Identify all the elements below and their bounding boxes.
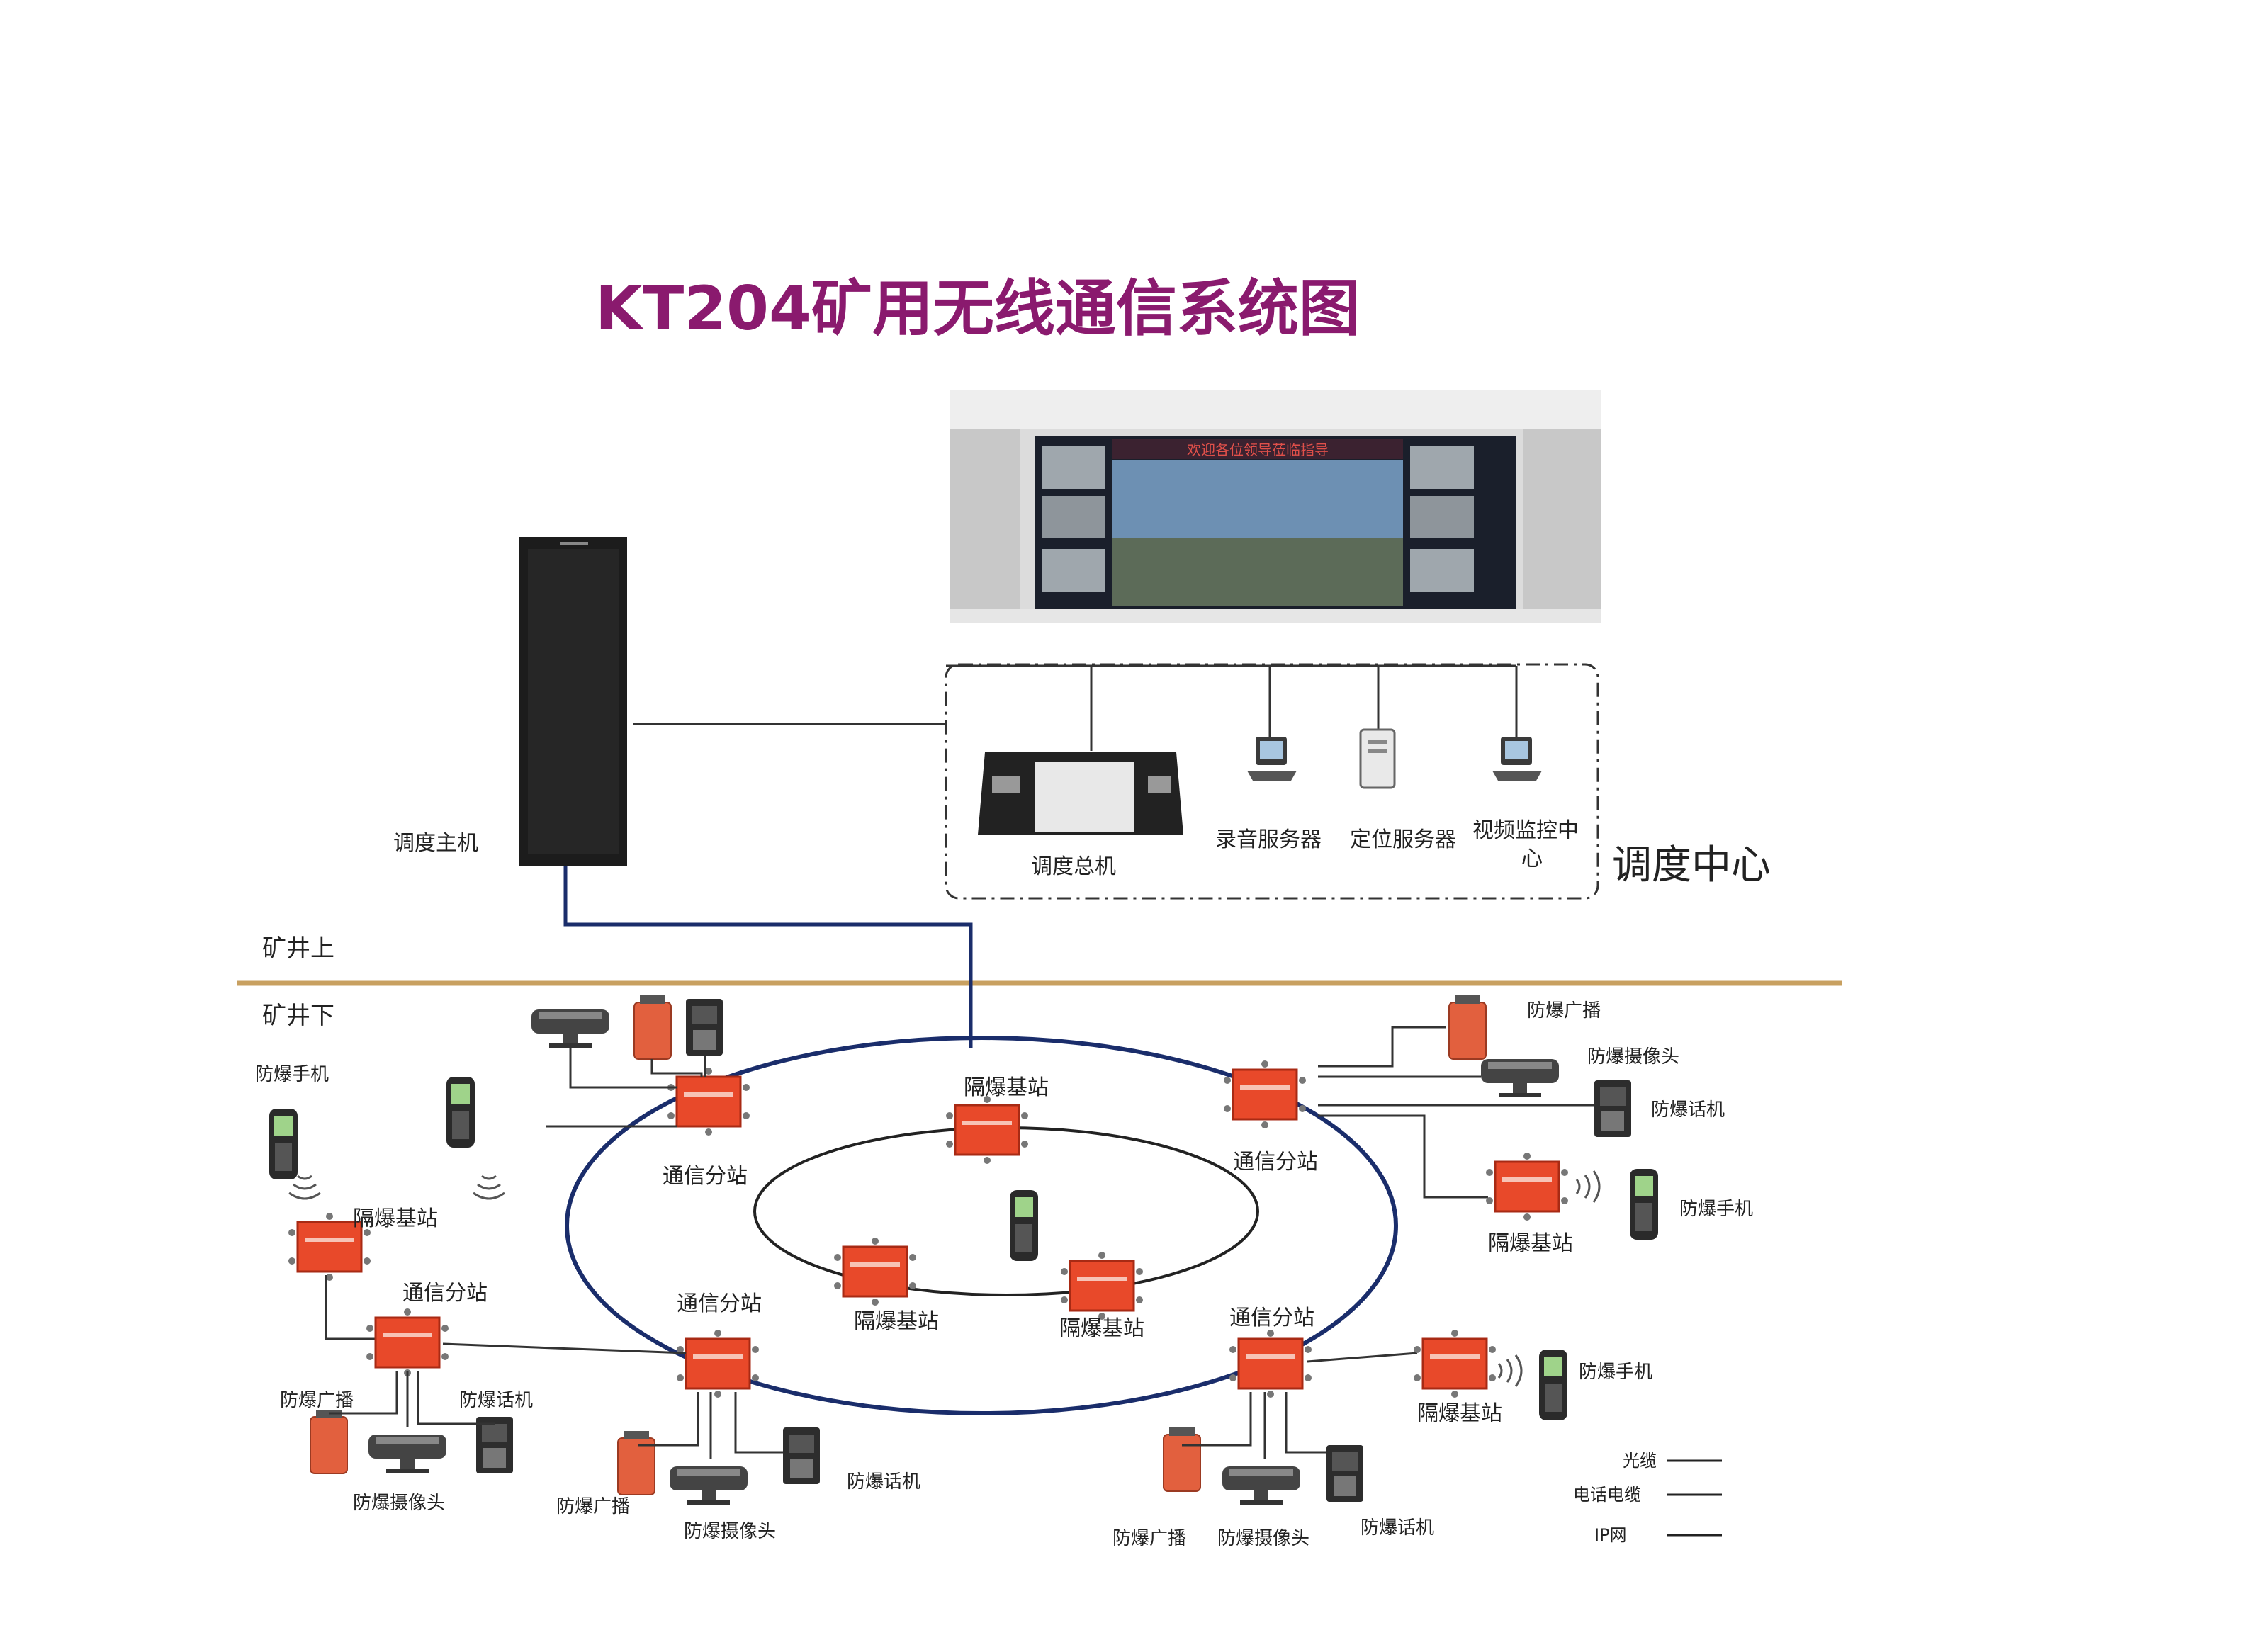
legend-label-3: IP网	[1594, 1525, 1627, 1545]
camera-left	[368, 1435, 446, 1473]
broadcast-bottom-left	[617, 1430, 655, 1495]
waves-right	[1575, 1170, 1601, 1204]
camera-bottom-left	[670, 1466, 748, 1505]
phone-left	[476, 1417, 513, 1473]
camera-bottom-right	[1222, 1466, 1300, 1505]
base-station-left-label: 隔爆基站	[353, 1206, 438, 1231]
substation-bottom-right-label: 通信分站	[1229, 1306, 1314, 1330]
dispatch-console-label: 调度总机	[1031, 854, 1116, 879]
broadcast-top-right	[1448, 995, 1487, 1060]
substation-top-right	[1222, 1059, 1307, 1130]
outer-ring	[565, 1036, 1398, 1415]
video-center-icon	[1492, 737, 1542, 781]
handset-right-bottom-label: 防爆手机	[1579, 1362, 1652, 1383]
above-ground-label: 矿井上	[262, 934, 334, 963]
camera-left-label: 防爆摄像头	[353, 1493, 445, 1514]
base-station-top	[945, 1094, 1030, 1165]
broadcast-left-label: 防爆广播	[280, 1390, 354, 1411]
dispatch-center-label: 调度中心	[1612, 842, 1771, 888]
substation-top-left	[666, 1066, 751, 1137]
handset-right-bottom	[1539, 1350, 1567, 1420]
waves-right-bottom	[1497, 1354, 1523, 1388]
broadcast-top-right-label: 防爆广播	[1527, 1000, 1601, 1022]
broadcast-left	[310, 1409, 348, 1474]
phone-bottom-left-label: 防爆话机	[847, 1471, 920, 1493]
video-center-label-line2: 心	[1521, 847, 1543, 871]
substation-left	[365, 1307, 450, 1378]
dispatch-center-box	[945, 663, 1599, 900]
camera-top-left	[531, 1009, 609, 1048]
base-station-right-bottom-label: 隔爆基站	[1417, 1401, 1502, 1426]
below-ground-label: 矿井下	[262, 1002, 334, 1030]
substation-bottom-left-label: 通信分站	[677, 1291, 762, 1316]
substation-top-right-label: 通信分站	[1233, 1150, 1318, 1175]
substation-bottom-right	[1228, 1328, 1313, 1399]
base-station-inner-left	[833, 1236, 918, 1307]
phone-left-label: 防爆话机	[459, 1390, 533, 1411]
legend-label-1: 光缆	[1623, 1451, 1657, 1471]
broadcast-bottom-right-label: 防爆广播	[1112, 1528, 1186, 1549]
base-station-right-label: 隔爆基站	[1488, 1231, 1573, 1256]
handset-left-2	[446, 1077, 475, 1148]
broadcast-bottom-right	[1163, 1427, 1201, 1492]
camera-bottom-right-label: 防爆摄像头	[1217, 1528, 1309, 1549]
waves-left	[288, 1175, 322, 1200]
phone-bottom-right-label: 防爆话机	[1361, 1517, 1434, 1539]
video-wall-banner: 欢迎各位领导莅临指导	[1187, 441, 1329, 458]
camera-bottom-left-label: 防爆摄像头	[684, 1521, 776, 1542]
base-station-right	[1485, 1151, 1570, 1222]
camera-top-right-label: 防爆摄像头	[1587, 1046, 1679, 1068]
camera-top-right	[1481, 1059, 1559, 1097]
recording-server-icon	[1247, 737, 1297, 781]
base-station-inner-left-label: 隔爆基站	[854, 1309, 939, 1334]
positioning-server-icon	[1359, 728, 1396, 789]
diagram-title: KT204矿用无线通信系统图	[595, 273, 1360, 344]
substation-bottom-left	[675, 1328, 760, 1399]
phone-top-right	[1594, 1080, 1631, 1137]
phone-bottom-left	[783, 1427, 820, 1484]
legend-label-2: 电话电缆	[1573, 1485, 1641, 1505]
dispatch-host-label: 调度主机	[393, 831, 478, 856]
handset-right-label: 防爆手机	[1679, 1199, 1753, 1220]
handset-right	[1630, 1169, 1658, 1240]
waves-left-2	[472, 1175, 506, 1200]
substation-left-label: 通信分站	[402, 1281, 488, 1306]
broadcast-top-left	[633, 995, 672, 1060]
dispatch-host-cabinet	[519, 537, 627, 866]
base-station-inner-right	[1059, 1250, 1144, 1321]
video-center-label-line1: 视频监控中	[1472, 818, 1579, 843]
handset-left-label: 防爆手机	[255, 1064, 329, 1085]
phone-bottom-right	[1326, 1445, 1363, 1502]
recording-server-label: 录音服务器	[1215, 827, 1322, 852]
base-station-right-bottom	[1412, 1328, 1497, 1399]
broadcast-bottom-left-label: 防爆广播	[556, 1496, 630, 1517]
handset-center	[1010, 1190, 1038, 1261]
base-station-inner-right-label: 隔爆基站	[1059, 1316, 1144, 1341]
phone-top-left	[686, 999, 723, 1056]
handset-left	[269, 1109, 298, 1179]
positioning-server-label: 定位服务器	[1350, 827, 1456, 852]
base-station-top-label: 隔爆基站	[964, 1075, 1049, 1100]
phone-top-right-label: 防爆话机	[1651, 1099, 1725, 1121]
substation-top-left-label: 通信分站	[663, 1164, 748, 1189]
dispatch-console	[978, 752, 1183, 835]
video-wall-room: 欢迎各位领导莅临指导	[950, 390, 1601, 623]
legend: 光缆 电话电缆 IP网	[1573, 1451, 1722, 1545]
